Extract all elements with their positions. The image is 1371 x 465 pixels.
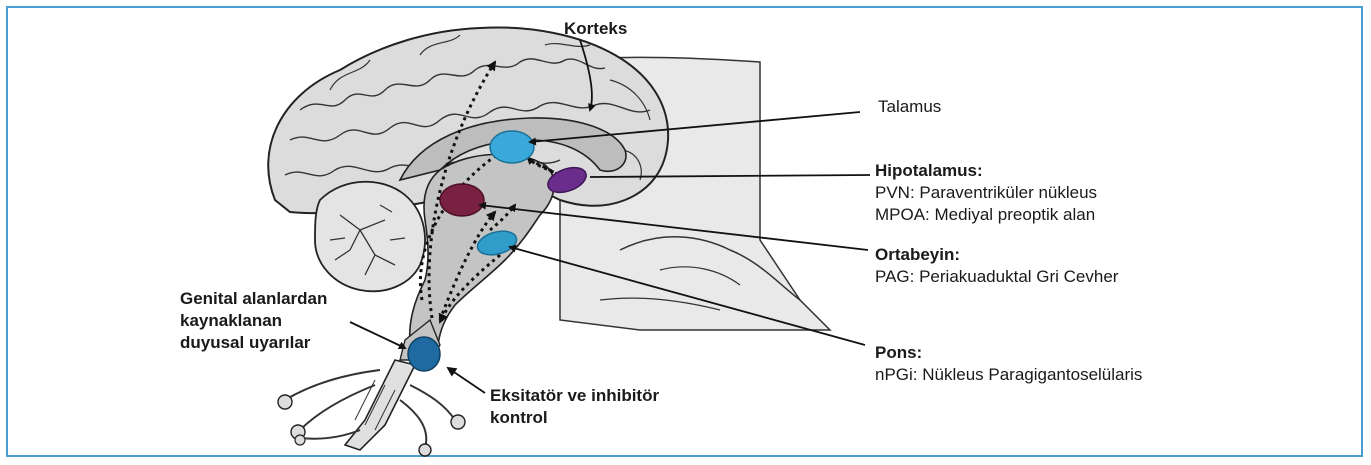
ortabeyin-pag: PAG: Periakuaduktal Gri Cevher [875,266,1118,288]
hipotalamus-block: Hipotalamus: PVN: Paraventriküler nükleu… [875,160,1097,226]
genital-line1: Genital alanlardan [180,288,327,310]
genital-line3: duyusal uyarılar [180,332,327,354]
pons-title: Pons: [875,342,1142,364]
pag-nucleus [440,184,484,216]
hipotalamus-mpoa: MPOA: Mediyal preoptik alan [875,204,1097,226]
ortabeyin-block: Ortabeyin: PAG: Periakuaduktal Gri Cevhe… [875,244,1118,288]
eksitator-block: Eksitatör ve inhibitör kontrol [490,385,659,429]
pons-block: Pons: nPGi: Nükleus Paragigantoselülaris [875,342,1142,386]
talamus-nucleus [490,131,534,163]
pons-npgi: nPGi: Nükleus Paragigantoselülaris [875,364,1142,386]
ortabeyin-title: Ortabeyin: [875,244,1118,266]
genital-block: Genital alanlardan kaynaklanan duyusal u… [180,288,327,354]
spinal-cord-and-nerves [278,360,465,456]
genital-line2: kaynaklanan [180,310,327,332]
spinal-nucleus [408,337,440,371]
hipotalamus-pvn: PVN: Paraventriküler nükleus [875,182,1097,204]
korteks-label: Korteks [564,18,627,40]
talamus-label: Talamus [878,96,941,118]
hipotalamus-title: Hipotalamus: [875,160,1097,182]
eksitator-line1: Eksitatör ve inhibitör [490,385,659,407]
eksitator-line2: kontrol [490,407,659,429]
cerebellum [315,182,425,292]
